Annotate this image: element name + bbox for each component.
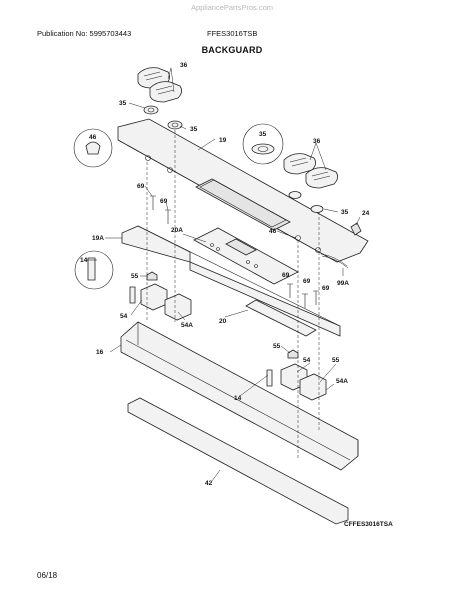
magnifier-14 [74, 250, 114, 290]
callout-69-d: 69 [303, 278, 311, 285]
callout-14: 14 [80, 257, 88, 264]
callout-46-b: 46 [269, 228, 277, 235]
callout-35-b: 35 [190, 126, 198, 133]
magnifier-46 [73, 128, 113, 168]
callout-54-right: 54 [303, 357, 311, 364]
callout-20: 20 [219, 318, 227, 325]
knob-pair-left [137, 67, 182, 103]
switch-54a [164, 293, 192, 321]
callout-55-a: 55 [131, 273, 139, 280]
switch-54a-right [299, 373, 327, 401]
callout-36-top: 36 [180, 62, 188, 69]
backguard-panel [117, 118, 369, 263]
callout-54a: 54A [181, 322, 193, 329]
bezel-left-1 [143, 105, 159, 115]
bezel-left-2 [167, 120, 183, 130]
callout-35-d: 35 [341, 209, 349, 216]
callout-24: 24 [362, 210, 370, 217]
callout-36-right: 36 [313, 138, 321, 145]
publication-number: Publication No: 5995703443 [37, 29, 132, 38]
indicator-light-46 [85, 141, 101, 155]
model-number: FFES3016TSB [207, 29, 258, 38]
callout-20a: 20A [171, 227, 183, 234]
callout-69-c: 69 [282, 272, 290, 279]
callout-69-a: 69 [137, 183, 145, 190]
callout-19a: 19A [92, 235, 104, 242]
callout-46-a: 46 [89, 134, 97, 141]
callout-55-b: 55 [273, 343, 281, 350]
callout-69-e: 69 [322, 285, 330, 292]
diagram-code: CFFES3016TSA [344, 521, 393, 528]
trim-42 [127, 397, 349, 525]
bracket-19a [121, 225, 191, 263]
callout-14-b: 14 [234, 395, 242, 402]
magnifier-35 [242, 123, 284, 165]
callout-35-c: 35 [259, 131, 267, 138]
clip-24 [350, 222, 362, 236]
callout-19: 19 [219, 137, 227, 144]
watermark: AppliancePartsPros.com [190, 3, 274, 12]
footer-date: 06/18 [37, 571, 58, 580]
callout-69-b: 69 [160, 198, 168, 205]
page-title: BACKGUARD [201, 45, 263, 55]
wire-99a [320, 253, 349, 269]
callout-99a: 99A [337, 280, 349, 287]
switch-54 [140, 283, 168, 311]
backguard-frame [120, 321, 359, 471]
callout-55-c: 55 [332, 357, 340, 364]
callout-35-a: 35 [119, 100, 127, 107]
callout-54: 54 [120, 313, 128, 320]
callout-16: 16 [96, 349, 104, 356]
callout-42: 42 [205, 480, 213, 487]
callout-54a-right: 54A [336, 378, 348, 385]
